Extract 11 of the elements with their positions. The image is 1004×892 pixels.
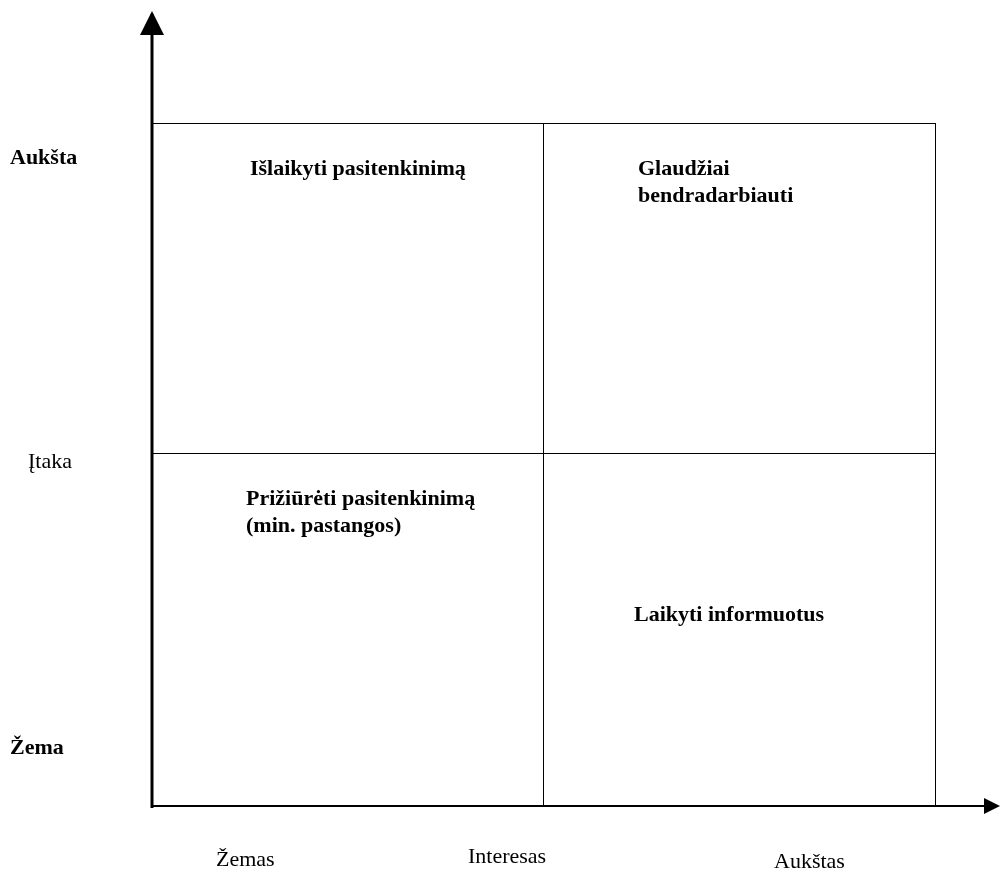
axis-label: Žemas — [216, 846, 275, 872]
quadrant-box — [543, 123, 936, 454]
axis-label: Aukštas — [774, 848, 845, 874]
quadrant-label: Glaudžiai bendradarbiauti — [638, 154, 795, 208]
quadrant-label: Laikyti informuotus — [634, 600, 826, 627]
axis-label: Žema — [10, 734, 64, 760]
quadrant-label: Prižiūrėti pasitenkinimą (min. pastangos) — [246, 484, 477, 538]
axis-label: Interesas — [468, 843, 547, 869]
quadrant-label: Išlaikyti pasitenkinimą — [250, 154, 467, 181]
axis-label: Įtaka — [28, 448, 72, 474]
axis-label: Aukšta — [10, 144, 78, 170]
